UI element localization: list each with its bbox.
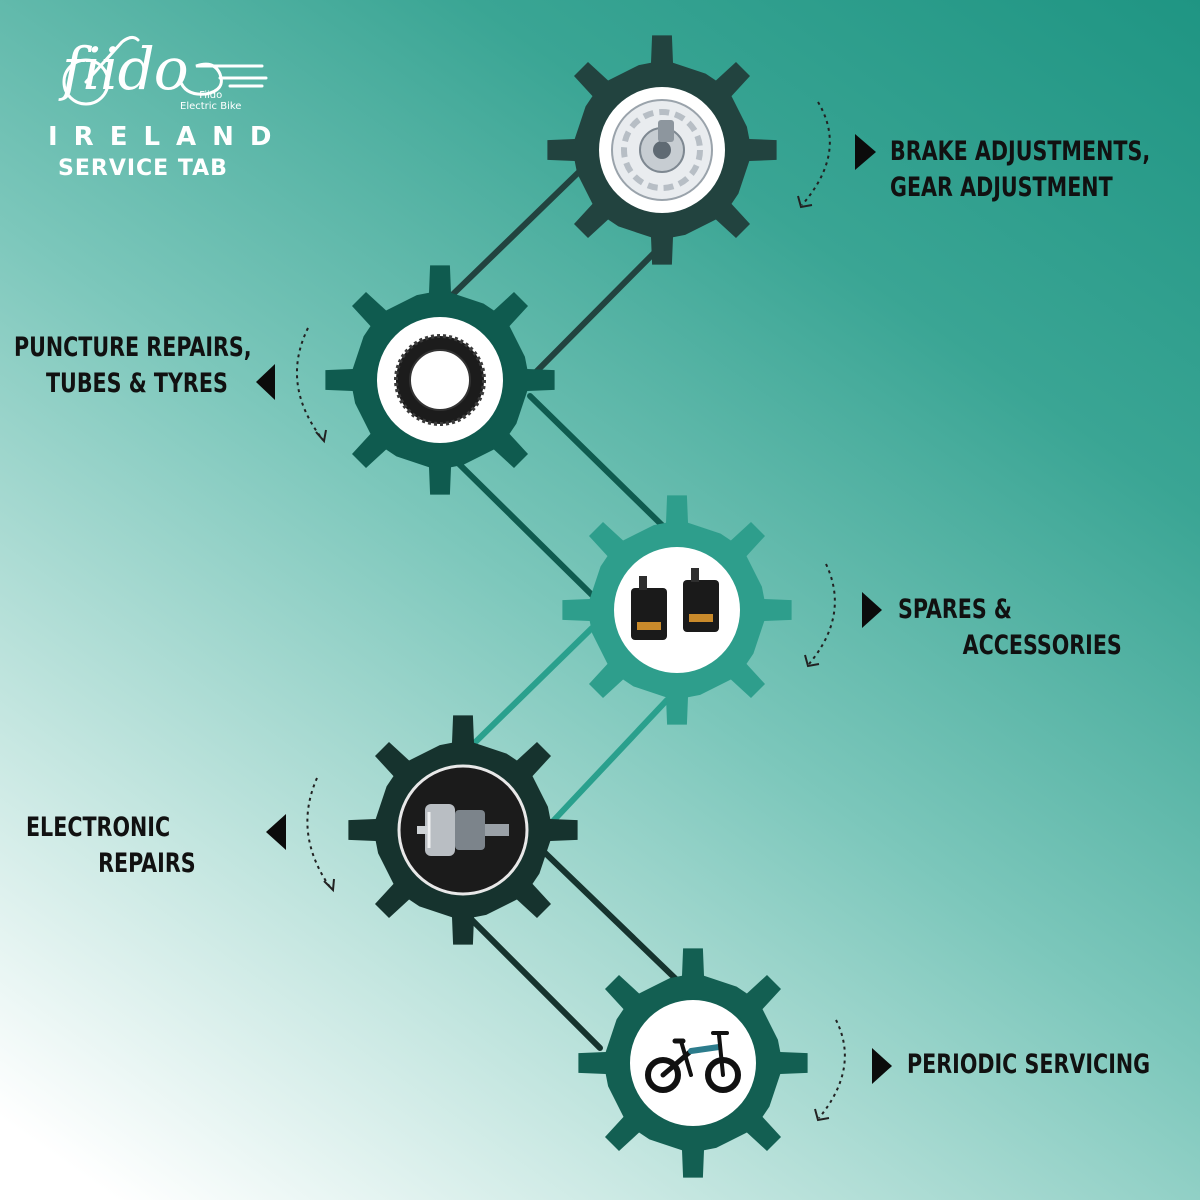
chain-link [537,845,683,986]
tyre-icon [394,334,486,426]
folding-ebike-icon [645,1031,741,1093]
arrowhead-icon [814,1108,830,1122]
chain-link [527,393,670,533]
hub-motor-icon [417,804,509,856]
chain-link [444,165,586,303]
logo-wordmark: fiido [62,35,189,103]
service-label-punctures: PUNCTURE REPAIRS, TUBES & TYRES [14,330,252,402]
gear-tyre-service [325,265,555,495]
service-label-line: ACCESSORIES [962,630,1122,661]
brake-disc-icon [611,99,713,201]
brand-subtitle: SERVICE TAB [58,156,228,181]
service-label-periodic: PERIODIC SERVICING [907,1047,1150,1083]
brand-country: IRELAND [48,122,288,152]
pedals-icon [631,568,719,640]
pointer-right-icon [862,592,882,628]
arrowhead-icon [315,429,327,444]
tagline-line2: Electric Bike [180,101,242,112]
gear-spares-service [562,495,792,725]
arrowhead-icon [323,878,335,893]
brand-block: fiido Fiido Electric Bike IRELAND SERVIC… [30,30,310,200]
chain-links [444,165,683,1051]
pointer-right-icon [872,1048,892,1084]
service-label-line: ELECTRONIC [26,812,171,843]
chain-link [452,625,595,765]
rotation-arrowheads [315,195,830,1122]
tagline-line1: Fiido [199,90,223,101]
rotation-arrow-icon [808,563,836,665]
pointers [256,134,892,1084]
chain-link [537,697,670,838]
service-label-line: REPAIRS [98,848,196,879]
chain-link [452,457,595,598]
rotation-arrow-icon [306,777,333,891]
arrowhead-icon [804,654,820,668]
rotation-arrow-icon [818,1019,846,1119]
arrowhead-icon [797,195,813,209]
rotation-arrow-icon [801,101,831,206]
service-label-line: BRAKE ADJUSTMENTS, [890,136,1151,167]
gear-periodic-service [578,948,808,1178]
bike-logo-icon [62,35,268,106]
rotation-arrow-icon [295,327,324,441]
service-label-line: TUBES & TYRES [46,368,229,399]
gear-icon-disc [628,998,758,1128]
pointer-left-icon [266,814,286,850]
chain-link [459,907,603,1051]
logo-tagline: Fiido Electric Bike [180,90,241,112]
gear-electronic-service [348,715,578,945]
pointer-left-icon [256,364,275,400]
pointer-right-icon [855,134,876,170]
service-label-spares: SPARES & ACCESSORIES [898,592,1122,664]
service-label-line: PUNCTURE REPAIRS, [14,332,252,363]
service-label-electronic: ELECTRONIC REPAIRS [26,810,196,882]
service-label-brakes: BRAKE ADJUSTMENTS, GEAR ADJUSTMENT [890,134,1150,206]
service-label-line: GEAR ADJUSTMENT [890,172,1113,203]
gear-brake-service [547,35,777,265]
service-label-line: PERIODIC SERVICING [907,1049,1151,1080]
chain-link [527,247,660,381]
service-label-line: SPARES & [898,594,1012,625]
rotation-arrows [295,101,846,1119]
